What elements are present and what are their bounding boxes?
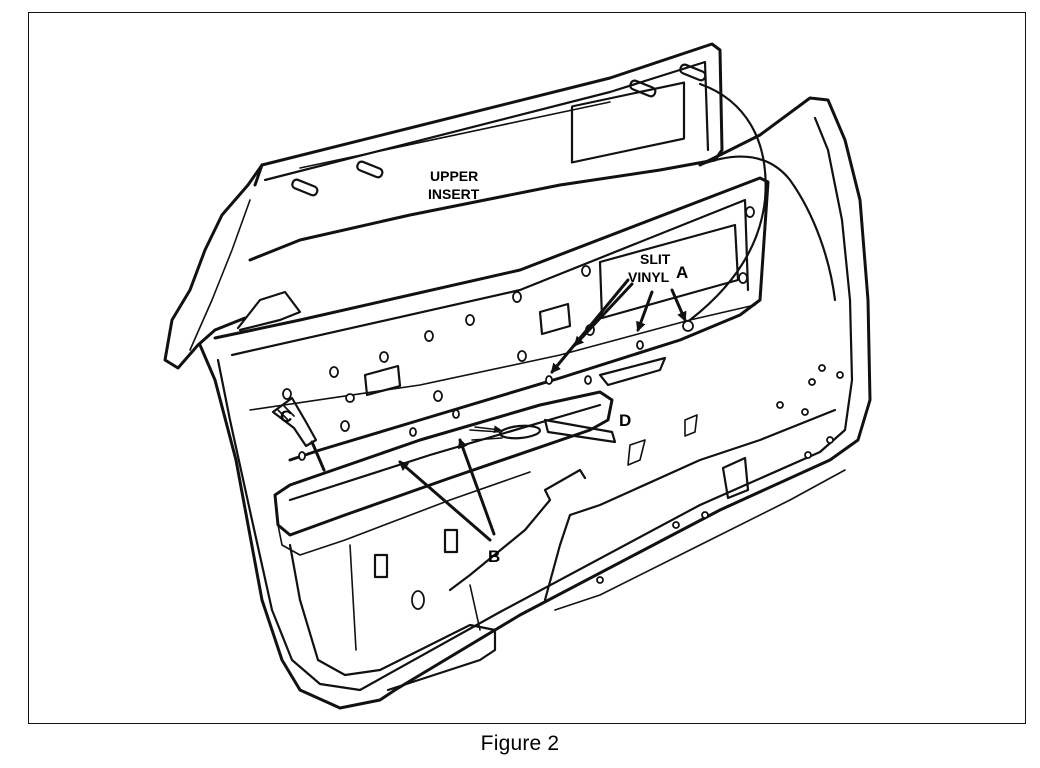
- armrest-face: [277, 471, 531, 556]
- label-upper-insert-1: UPPER: [430, 168, 478, 184]
- figure-caption: Figure 2: [480, 732, 560, 755]
- door-panel-inner-edge: [216, 116, 854, 692]
- label-c: C: [280, 407, 292, 426]
- figure-frame: [28, 12, 1026, 724]
- bracket: [721, 456, 750, 500]
- lower-molding-edge: [554, 469, 846, 611]
- vinyl-flap: [163, 163, 264, 370]
- backing-board-holes: [282, 206, 755, 461]
- label-upper-insert-2: INSERT: [428, 186, 480, 202]
- map-pocket: [288, 543, 497, 692]
- backing-board-lower-edge: [249, 304, 756, 411]
- upper-insert-window: [570, 81, 686, 164]
- right-panel-holes: [596, 364, 844, 584]
- upper-insert-panel: [248, 42, 724, 262]
- arrow-b-1: [398, 460, 492, 542]
- upper-insert-seam: [299, 101, 611, 169]
- pocket-inner: [349, 544, 481, 651]
- armrest-bracket-right: [627, 414, 698, 466]
- backing-window-small-1: [538, 302, 572, 336]
- armrest-top-edge: [288, 403, 602, 502]
- door-panel-top-curve: [698, 155, 837, 302]
- backing-board-inner: [230, 198, 750, 357]
- label-slit-2: VINYL: [628, 269, 670, 285]
- backing-window-small-2: [363, 364, 402, 397]
- arc-arrow: [688, 82, 767, 322]
- armrest: [273, 390, 614, 537]
- label-d: D: [619, 411, 631, 430]
- clip-tool: [271, 396, 326, 472]
- pocket-opening: [448, 468, 587, 592]
- upper-insert-inner-edge: [263, 60, 710, 182]
- label-a: A: [676, 263, 688, 282]
- pocket-slots: [373, 528, 459, 610]
- lower-molding: [543, 408, 837, 602]
- label-b: B: [488, 547, 500, 566]
- arrow-slit-2: [573, 282, 634, 347]
- arrow-b-2: [458, 438, 496, 536]
- screwdriver-tool: [469, 418, 617, 444]
- backing-window-large: [598, 223, 740, 320]
- arrow-slit-3: [636, 290, 654, 332]
- backing-window-small-3: [598, 356, 667, 387]
- upper-insert-slots: [291, 63, 707, 197]
- label-slit-1: SLIT: [640, 251, 671, 267]
- arrow-slit-1: [550, 278, 630, 374]
- door-panel-outline: [198, 96, 872, 710]
- trim-backing-board: [213, 176, 770, 462]
- arrow-a: [670, 288, 687, 322]
- vinyl-flap-fold: [189, 199, 251, 351]
- vinyl-flap-notch: [236, 290, 302, 332]
